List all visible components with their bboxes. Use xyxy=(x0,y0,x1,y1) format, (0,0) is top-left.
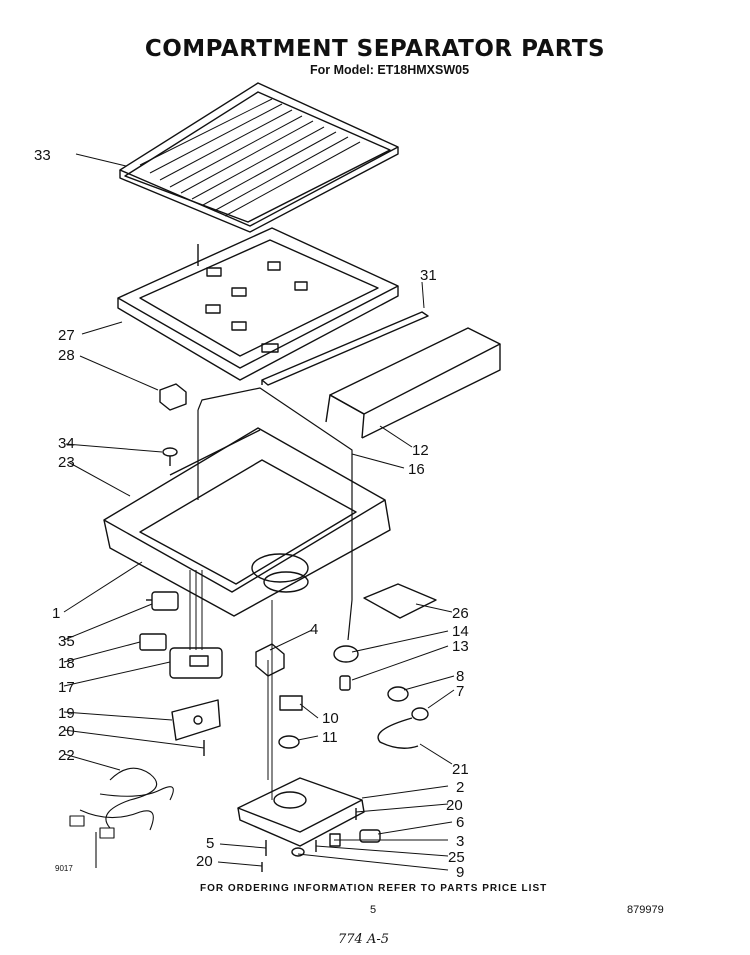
base-pan-part xyxy=(103,427,391,617)
ordering-footer: FOR ORDERING INFORMATION REFER TO PARTS … xyxy=(200,883,548,894)
separator-frame-part xyxy=(117,227,399,381)
screw-part xyxy=(162,447,178,466)
socket-part xyxy=(333,645,359,691)
callout-9: 9 xyxy=(456,864,464,881)
callout-27: 27 xyxy=(58,327,75,344)
document-code: 879979 xyxy=(627,904,664,916)
callout-19: 19 xyxy=(58,705,75,722)
callout-6: 6 xyxy=(456,814,464,831)
callout-11: 11 xyxy=(322,729,338,746)
page-title: COMPARTMENT SEPARATOR PARTS xyxy=(144,36,606,62)
callout-4: 4 xyxy=(310,621,318,638)
callout-5: 5 xyxy=(206,835,214,852)
callout-26: 26 xyxy=(452,605,469,622)
block-part xyxy=(159,383,187,411)
callout-2: 2 xyxy=(456,779,464,796)
callout-20-b: 20 xyxy=(446,797,463,814)
bracket-part xyxy=(139,633,167,651)
callout-33: 33 xyxy=(34,147,51,164)
rail-strip-part xyxy=(261,311,429,386)
callout-25: 25 xyxy=(448,849,465,866)
heater-wire-part xyxy=(197,387,353,641)
callout-3: 3 xyxy=(456,833,464,850)
figure-tag: 9017 xyxy=(55,864,73,873)
grille-tray-part xyxy=(119,82,399,233)
callout-7: 7 xyxy=(456,683,464,700)
model-subtitle: For Model: ET18HMXSW05 xyxy=(310,63,470,77)
page-number: 5 xyxy=(370,904,377,916)
callout-17: 17 xyxy=(58,679,75,696)
callout-35: 35 xyxy=(58,633,75,650)
switch-part xyxy=(278,695,303,749)
callout-14: 14 xyxy=(452,623,469,640)
callout-28: 28 xyxy=(58,347,75,364)
callout-21: 21 xyxy=(452,761,469,778)
callout-31: 31 xyxy=(420,267,437,284)
callout-20-c: 20 xyxy=(196,853,213,870)
callout-22: 22 xyxy=(58,747,75,764)
callout-10: 10 xyxy=(322,710,339,727)
thermostat-part xyxy=(146,591,179,611)
callout-13: 13 xyxy=(452,638,469,655)
handwritten-note: 774 A-5 xyxy=(338,932,389,947)
callout-18: 18 xyxy=(58,655,75,672)
callout-1: 1 xyxy=(52,605,60,622)
wire-harness-part xyxy=(69,767,174,868)
callout-12: 12 xyxy=(412,442,429,459)
lower-housing-part xyxy=(237,777,365,847)
callout-23: 23 xyxy=(58,454,75,471)
callout-8: 8 xyxy=(456,668,464,685)
housing-part xyxy=(169,647,223,679)
light-bulb-part xyxy=(377,686,429,749)
insulation-part xyxy=(363,583,437,619)
channel-bracket-part xyxy=(325,327,501,439)
callout-34: 34 xyxy=(58,435,75,452)
callout-16: 16 xyxy=(408,461,425,478)
callout-20-a: 20 xyxy=(58,723,75,740)
control-part xyxy=(171,699,221,741)
damper-part xyxy=(255,643,285,677)
